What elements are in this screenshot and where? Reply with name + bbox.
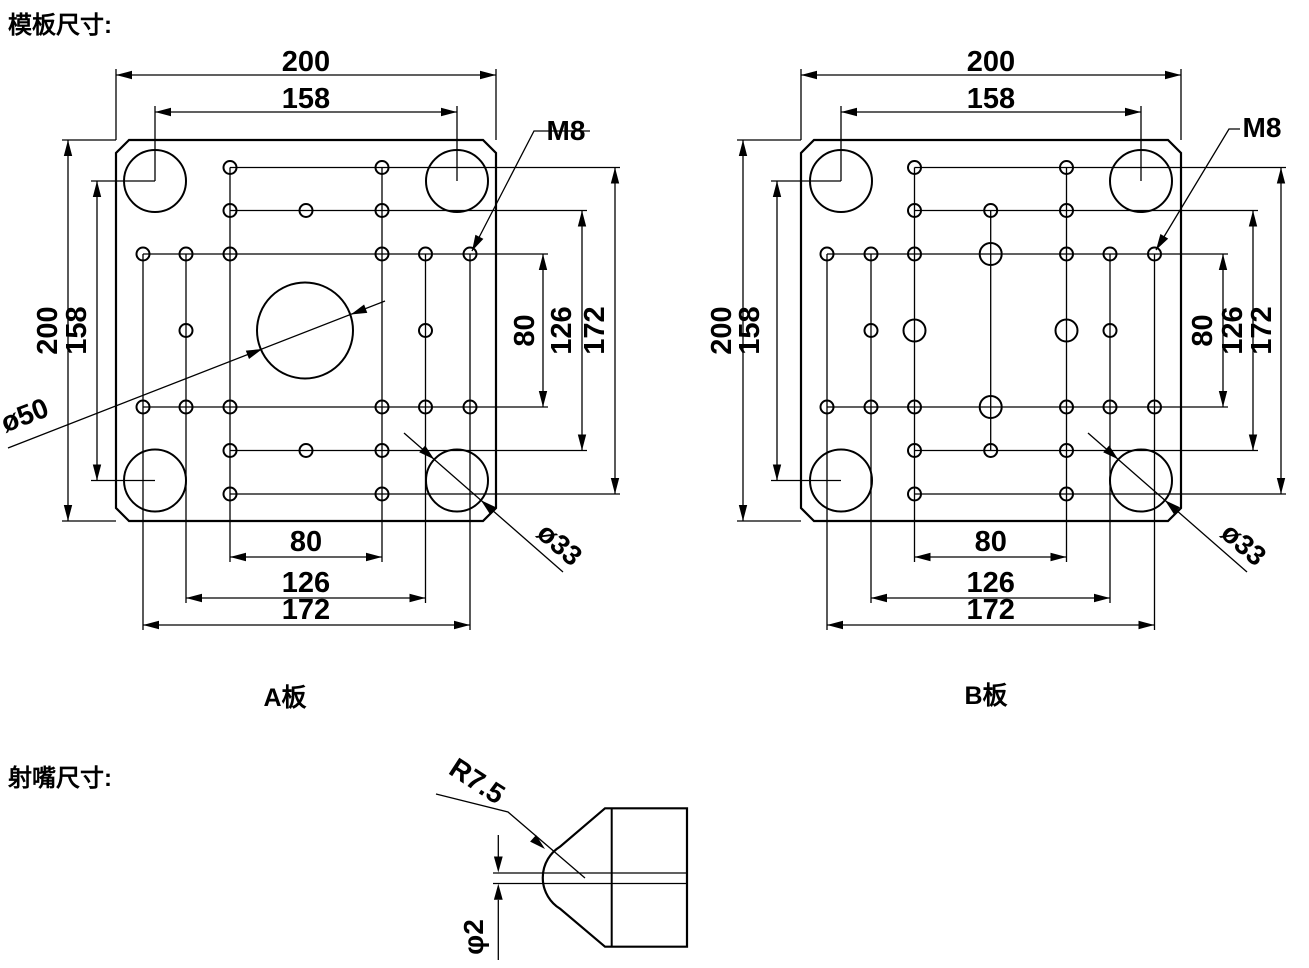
plate-b-dim-right-mid: 126 xyxy=(1217,306,1249,354)
nozzle-section-title: 射嘴尺寸: xyxy=(7,765,112,792)
plate-a-dim-right-inner: 80 xyxy=(509,314,541,346)
plate-section-title: 模板尺寸: xyxy=(8,12,112,39)
plate-b-dim-left-inner: 158 xyxy=(734,306,766,354)
plate-a-corner-hole-label: ø33 xyxy=(531,517,588,572)
plate-a-label: A板 xyxy=(263,684,306,712)
plate-a-dimension-lines xyxy=(63,70,620,630)
plate-a-dim-right-mid: 126 xyxy=(546,306,578,354)
plate-a-corner-hole-leader xyxy=(403,432,564,573)
plate-a-dim-bottom-mid: 126 xyxy=(282,567,330,599)
plate-a-dim-top-outer: 200 xyxy=(282,46,330,78)
plate-b-thread-label: M8 xyxy=(1243,112,1282,143)
plate-b-view: 200 158 200 158 80 126 172 80 126 172 M8… xyxy=(706,46,1286,710)
nozzle-radius-leader xyxy=(435,793,586,879)
plate-a-center-bore-label: ø50 xyxy=(0,392,53,438)
plate-a-extension-lines xyxy=(62,69,497,522)
plate-a-center-bore xyxy=(256,281,354,380)
plate-a-center-bore-leader xyxy=(7,300,386,449)
plate-b-grid-lines xyxy=(826,166,1286,630)
plate-b-corner-hole-label: ø33 xyxy=(1215,517,1272,572)
plate-a-dim-bottom-outer: 172 xyxy=(282,594,330,626)
nozzle-view: R7.5 φ2 xyxy=(435,752,689,960)
plate-b-outline xyxy=(799,138,1183,523)
plate-a-thread-leader xyxy=(471,130,590,252)
plate-b-corner-hole-leader xyxy=(1087,432,1248,573)
plate-b-dimension-lines xyxy=(738,70,1286,630)
plate-b-dim-right-inner: 80 xyxy=(1187,314,1219,346)
plate-b-dim-right-outer: 172 xyxy=(1246,306,1278,354)
plate-b-label: B板 xyxy=(964,682,1007,710)
plate-a-thread-label: M8 xyxy=(547,115,586,146)
plate-a-view: 200 158 200 158 80 126 172 80 126 172 M8… xyxy=(0,46,620,712)
plate-b-thread-leader xyxy=(1155,128,1240,251)
nozzle-orifice-dimension xyxy=(493,835,503,960)
plate-b-dim-left-outer: 200 xyxy=(706,306,738,354)
plate-a-dim-left-inner: 158 xyxy=(61,306,93,354)
plate-a-grid-lines xyxy=(142,166,620,630)
nozzle-orifice-label: φ2 xyxy=(458,919,489,955)
plate-b-extension-lines xyxy=(737,69,1182,522)
plate-b-dim-bottom-outer: 172 xyxy=(967,594,1015,626)
plate-b-dim-top-outer: 200 xyxy=(967,46,1015,78)
plate-a-dim-left-outer: 200 xyxy=(32,306,64,354)
nozzle-radius-label: R7.5 xyxy=(444,752,510,810)
plate-a-dim-right-outer: 172 xyxy=(579,306,611,354)
plate-b-dim-bottom-mid: 126 xyxy=(967,567,1015,599)
plate-a-dim-bottom-inner: 80 xyxy=(290,526,322,558)
plate-a-outline xyxy=(114,138,498,523)
nozzle-bore-lines xyxy=(493,872,687,885)
plate-b-dim-bottom-inner: 80 xyxy=(975,526,1007,558)
plate-a-dim-top-inner: 158 xyxy=(282,83,330,115)
plate-b-dim-top-inner: 158 xyxy=(967,83,1015,115)
nozzle-outline xyxy=(541,807,689,948)
